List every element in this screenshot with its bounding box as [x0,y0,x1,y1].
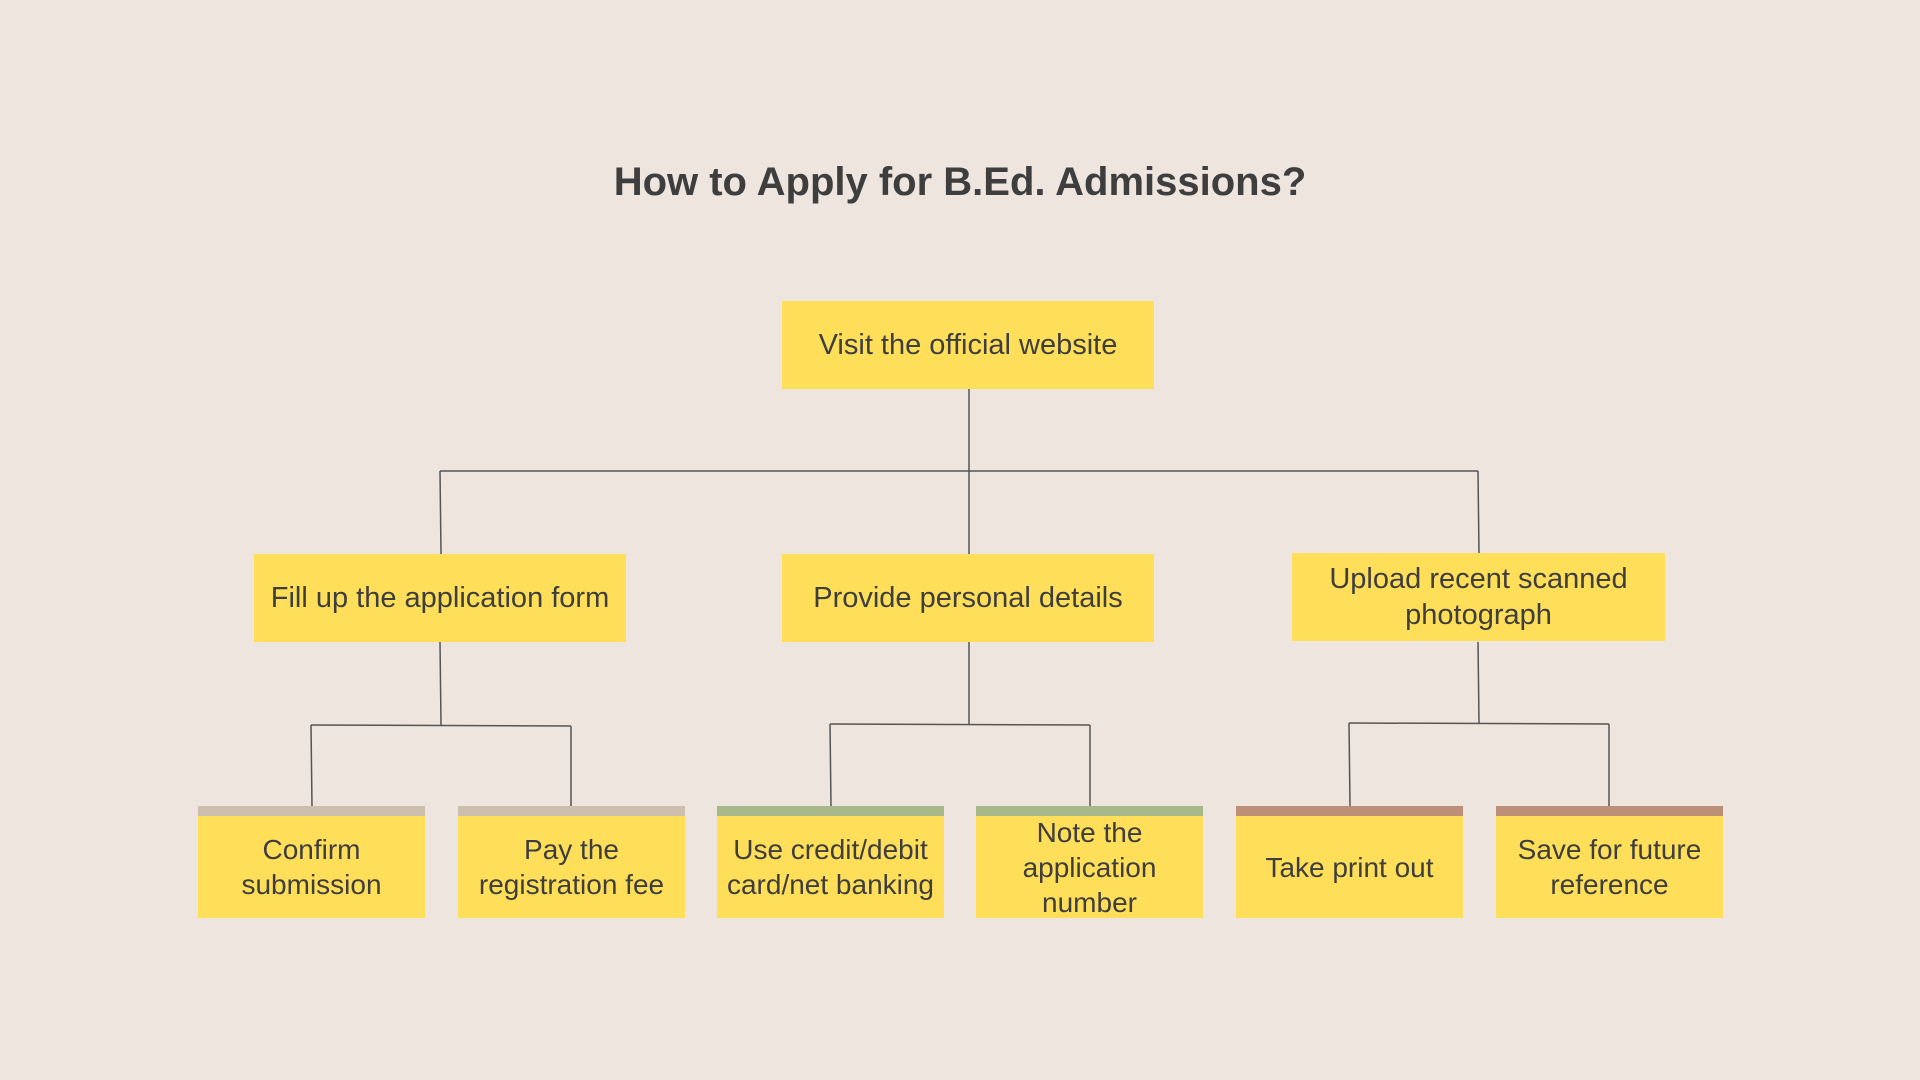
substep-node-1a-label: Confirm submission [241,834,382,900]
connector-step-1-trunk [439,641,442,726]
substep-node-3a-label: Take print out [1265,851,1434,883]
substep-node-3b: Save for future reference [1496,806,1723,918]
connector-step-3-trunk [1477,641,1480,724]
substep-node-3a: Take print out [1236,806,1463,918]
connector-step-2-drop-a [829,723,832,807]
substep-strip [717,806,944,816]
substep-node-2a: Use credit/debit card/net banking [717,806,944,918]
substep-node-1b: Pay the registration fee [458,806,685,918]
substep-node-1b-label: Pay the registration fee [478,834,665,900]
substep-node-3b-label: Save for future reference [1517,834,1702,900]
step-node-3-label: Upload recent scanned photograph [1329,562,1628,631]
substep-node-2a-label: Use credit/debit card/net banking [726,834,935,900]
substep-node-2b-label: Note the application number [1022,816,1157,918]
step-node-2: Provide personal details [782,554,1154,642]
connector-step-3-drop-a [1348,722,1351,807]
substep-node-1a: Confirm submission [198,806,425,918]
substep-strip [458,806,685,816]
connector-step-1-drop-a [310,724,313,807]
root-node-label: Visit the official website [818,328,1118,361]
substep-strip [1236,806,1463,816]
page-title: How to Apply for B.Ed. Admissions? [613,160,1307,204]
connector-drop-step-1 [439,470,442,555]
connector-step-2-bar [829,723,1091,726]
root-node: Visit the official website [782,301,1154,389]
substep-strip [1496,806,1723,816]
substep-strip [976,806,1203,816]
substep-strip [198,806,425,816]
step-node-2-label: Provide personal details [813,581,1123,614]
substep-node-2b: Note the application number [976,806,1203,918]
step-node-1: Fill up the application form [254,554,626,642]
connector-step-3-bar [1348,722,1610,725]
step-node-3: Upload recent scanned photograph [1292,553,1665,641]
connector-step-1-bar [310,724,572,727]
connector-drop-step-3 [1477,470,1480,555]
step-node-1-label: Fill up the application form [270,581,610,614]
